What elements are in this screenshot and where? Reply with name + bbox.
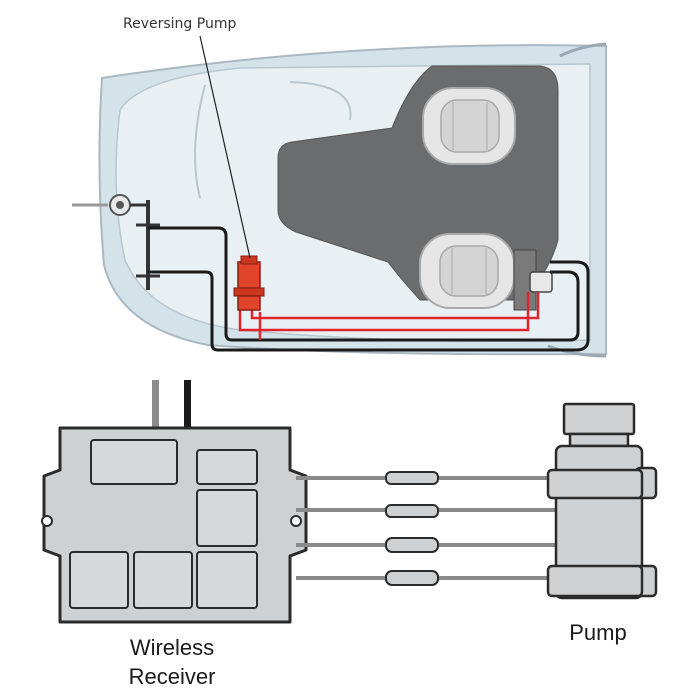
wire-harness <box>296 471 560 586</box>
boat-illustration: Reversing Pump <box>72 16 607 358</box>
hose-loop <box>148 226 590 352</box>
deck-curve <box>289 81 352 121</box>
receiver-label: Receiver <box>129 664 216 689</box>
seat-top-icon <box>422 87 516 165</box>
pump-device <box>546 402 658 600</box>
mount-hole-right <box>290 515 302 527</box>
connector-1 <box>385 471 439 485</box>
wireless-label: Wireless <box>130 635 214 660</box>
console-icon <box>513 249 553 311</box>
mount-hole-left <box>41 515 53 527</box>
wiring-schematic: Wireless Receiver Pump <box>41 380 658 689</box>
wireless-receiver-device <box>41 426 308 624</box>
connector-3 <box>385 537 439 553</box>
seat-bottom-icon <box>419 233 515 309</box>
bow-rail-top <box>559 42 607 58</box>
connector-4 <box>385 570 439 586</box>
reversing-pump-leader <box>199 35 251 259</box>
power-leads <box>152 380 191 430</box>
windshield-line <box>194 84 206 199</box>
reversing-pump-icon <box>233 255 265 311</box>
reversing-pump-label: Reversing Pump <box>123 16 236 32</box>
pump-label: Pump <box>569 620 626 645</box>
red-plumbing <box>238 292 540 340</box>
bow-rail-bottom <box>547 344 607 358</box>
transom-mount-icon <box>72 194 160 290</box>
connector-2 <box>385 504 439 518</box>
